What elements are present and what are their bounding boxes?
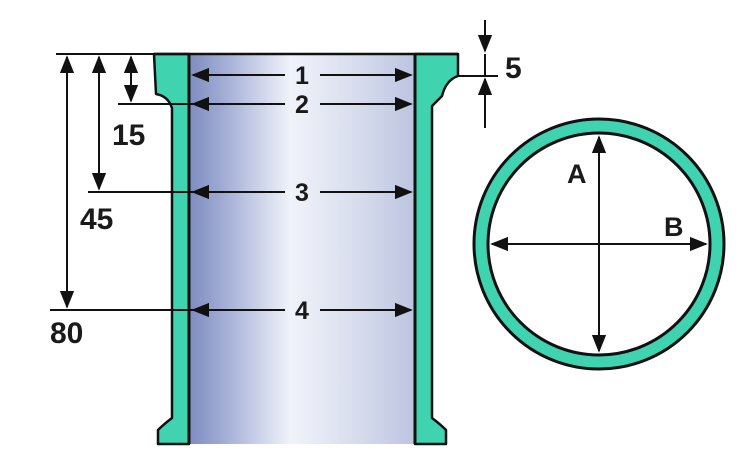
axis-b-label: B [664,212,684,242]
flange-dimension: 5 [458,20,522,128]
depth-dimension-15: 15 [112,55,145,152]
measurement-plane-1: 1 [191,62,413,90]
liner-bore [189,54,415,444]
depth-dimensions: 15 45 80 [50,53,154,350]
measurement-planes: 1 2 3 4 [50,62,413,325]
axis-a-label: A [567,159,587,189]
depth-80-label: 80 [50,317,83,350]
depth-45-label: 45 [80,203,113,236]
depth-dimension-45: 45 [80,55,113,236]
depth-15-label: 15 [112,119,145,152]
plane-2-label: 2 [295,91,309,119]
liner-side-view [152,52,460,446]
liner-cross-section: A B [472,117,726,371]
measurement-plane-3: 3 [88,179,413,207]
plane-1-label: 1 [295,62,309,90]
plane-3-label: 3 [295,179,309,207]
measurement-plane-4: 4 [50,297,413,325]
depth-dimension-80: 80 [50,55,83,350]
measurement-plane-2: 2 [118,91,413,119]
liner-right-wall [413,52,460,446]
plane-4-label: 4 [295,297,309,325]
flange-dimension-label: 5 [505,52,522,85]
liner-left-wall [152,52,191,446]
